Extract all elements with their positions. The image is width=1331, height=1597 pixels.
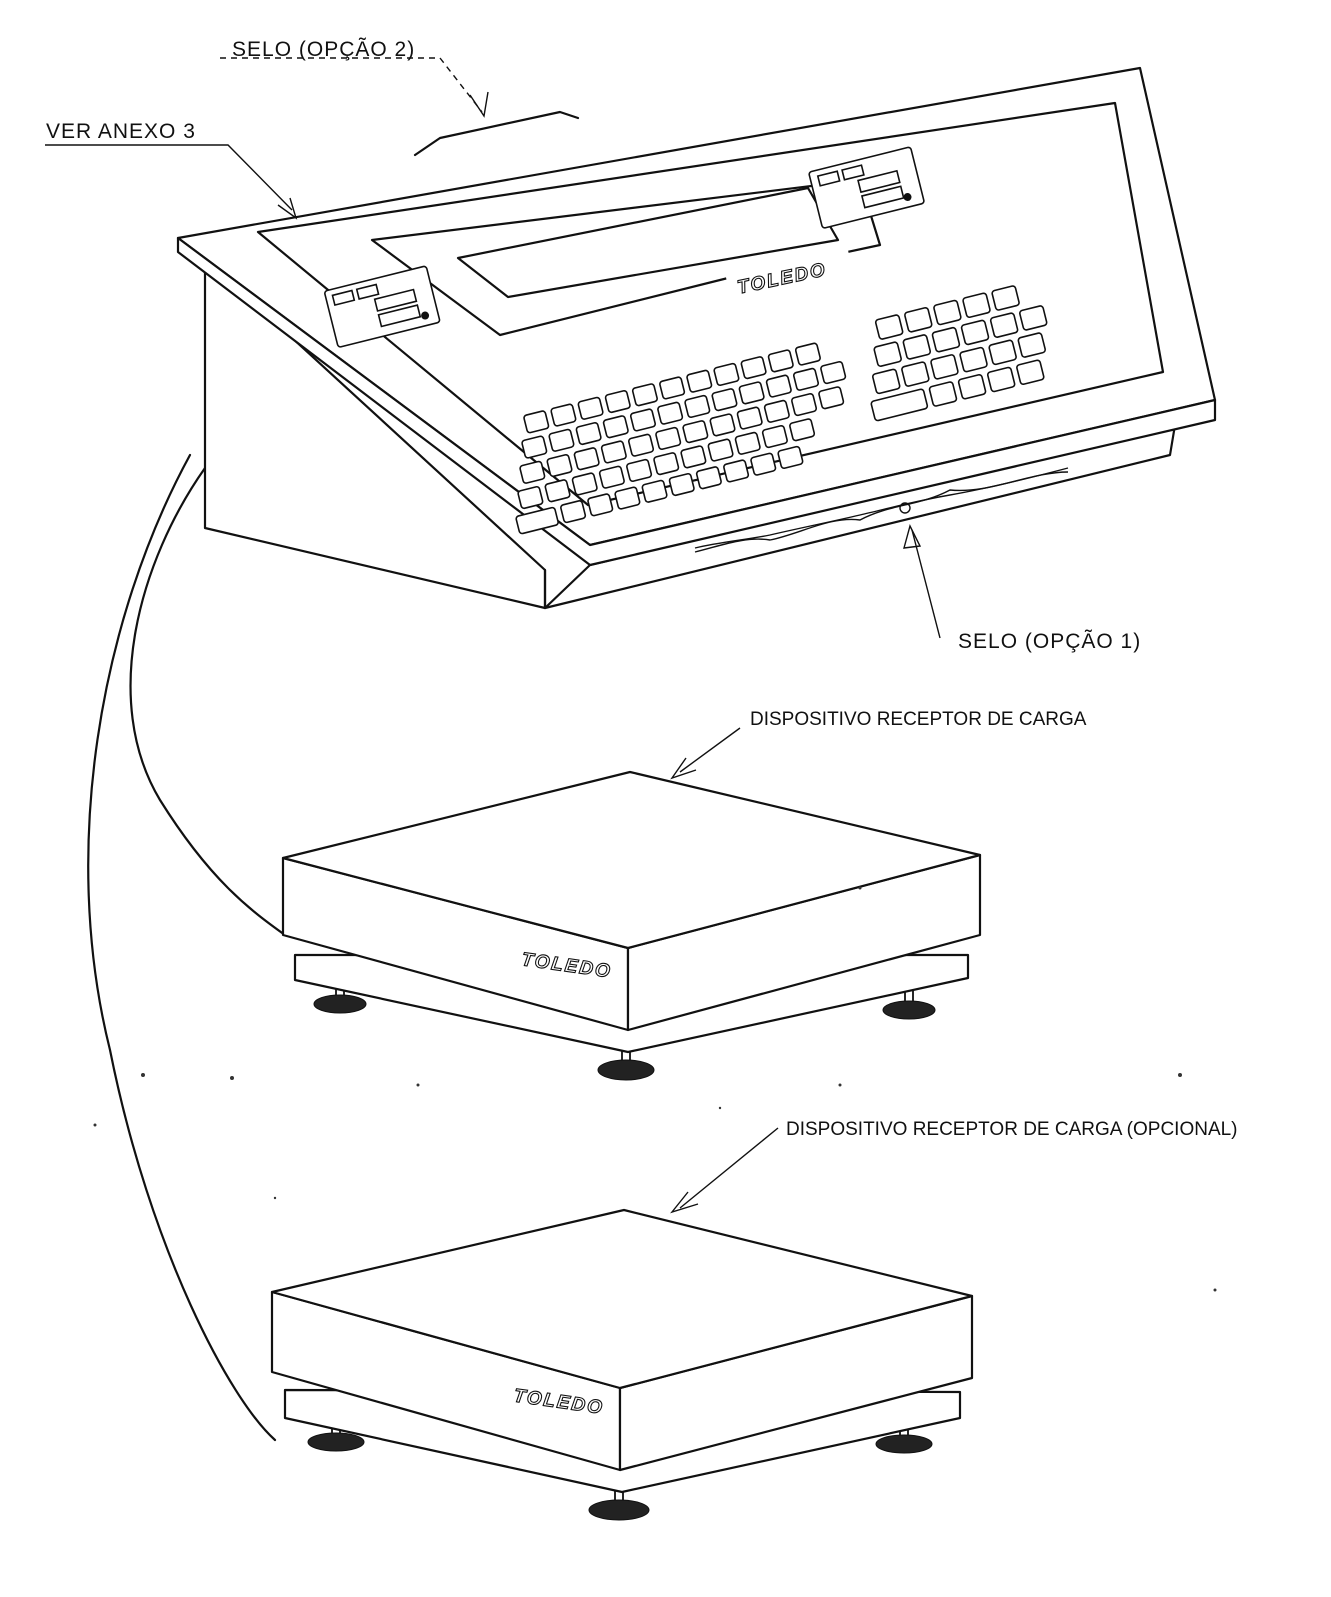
load-receiver-platform-2: TOLEDO <box>270 1208 974 1521</box>
seal-lead-option-1 <box>899 502 911 514</box>
arrowhead-seal-option-1 <box>903 524 922 549</box>
connection-cables <box>87 453 287 1442</box>
leader-see-annex <box>45 144 293 211</box>
terminal-right-function-keys <box>808 146 925 229</box>
platform-2-top <box>270 1208 974 1390</box>
label-load-receiver: DISPOSITIVO RECEPTOR DE CARGA <box>750 709 1087 730</box>
arrowhead-load-receiver <box>670 757 697 780</box>
keyboard-row-4 <box>517 418 816 510</box>
terminal-logo-box <box>723 241 852 291</box>
terminal-left-function-keys <box>324 265 441 348</box>
platform-1-foot-front <box>597 1047 655 1081</box>
label-seal-option-1: SELO (OPÇÃO 1) <box>958 629 1141 653</box>
keyboard-row-5 <box>515 445 804 535</box>
platform-2-foot-front <box>588 1487 650 1521</box>
leader-load-receiver-optional <box>679 1127 779 1209</box>
leader-load-receiver <box>679 727 741 773</box>
terminal-display-screen <box>456 186 840 299</box>
arrowhead-seal-option-2 <box>469 91 489 118</box>
numpad-row-1 <box>874 285 1020 340</box>
load-receiver-platform-1: TOLEDO <box>281 770 982 1081</box>
callout-leaders <box>45 57 941 1214</box>
cable-to-platform-1 <box>129 466 287 937</box>
keyboard-row-3 <box>519 386 845 484</box>
scan-specks <box>93 886 1217 1292</box>
label-load-receiver-optional: DISPOSITIVO RECEPTOR DE CARGA (OPCIONAL) <box>786 1119 1238 1140</box>
terminal-numeric-keypad <box>870 285 1048 422</box>
cable-to-platform-2 <box>87 453 277 1442</box>
numpad-row-3 <box>872 332 1047 395</box>
seal-option-2-tab <box>413 110 580 157</box>
leader-seal-option-1 <box>911 529 941 639</box>
platform-1-top <box>281 770 982 950</box>
keyboard-row-1 <box>523 342 821 434</box>
callout-labels: SELO (OPÇÃO 2) VER ANEXO 3 SELO (OPÇÃO 1… <box>46 37 1238 1140</box>
label-seal-option-2: SELO (OPÇÃO 2) <box>232 37 415 61</box>
numpad-row-2 <box>873 305 1048 367</box>
numpad-row-4 <box>870 359 1045 422</box>
keyboard-row-2 <box>521 361 847 459</box>
seal-wire-twist <box>694 471 1069 553</box>
label-see-annex: VER ANEXO 3 <box>46 120 196 143</box>
terminal-bezel-edge <box>176 236 1217 567</box>
indicator-terminal: TOLEDO <box>176 66 1217 610</box>
arrowhead-load-receiver-optional <box>670 1191 699 1214</box>
terminal-alpha-keyboard <box>515 342 847 535</box>
arrowhead-see-annex <box>277 197 298 220</box>
leader-seal-option-2 <box>220 57 483 113</box>
